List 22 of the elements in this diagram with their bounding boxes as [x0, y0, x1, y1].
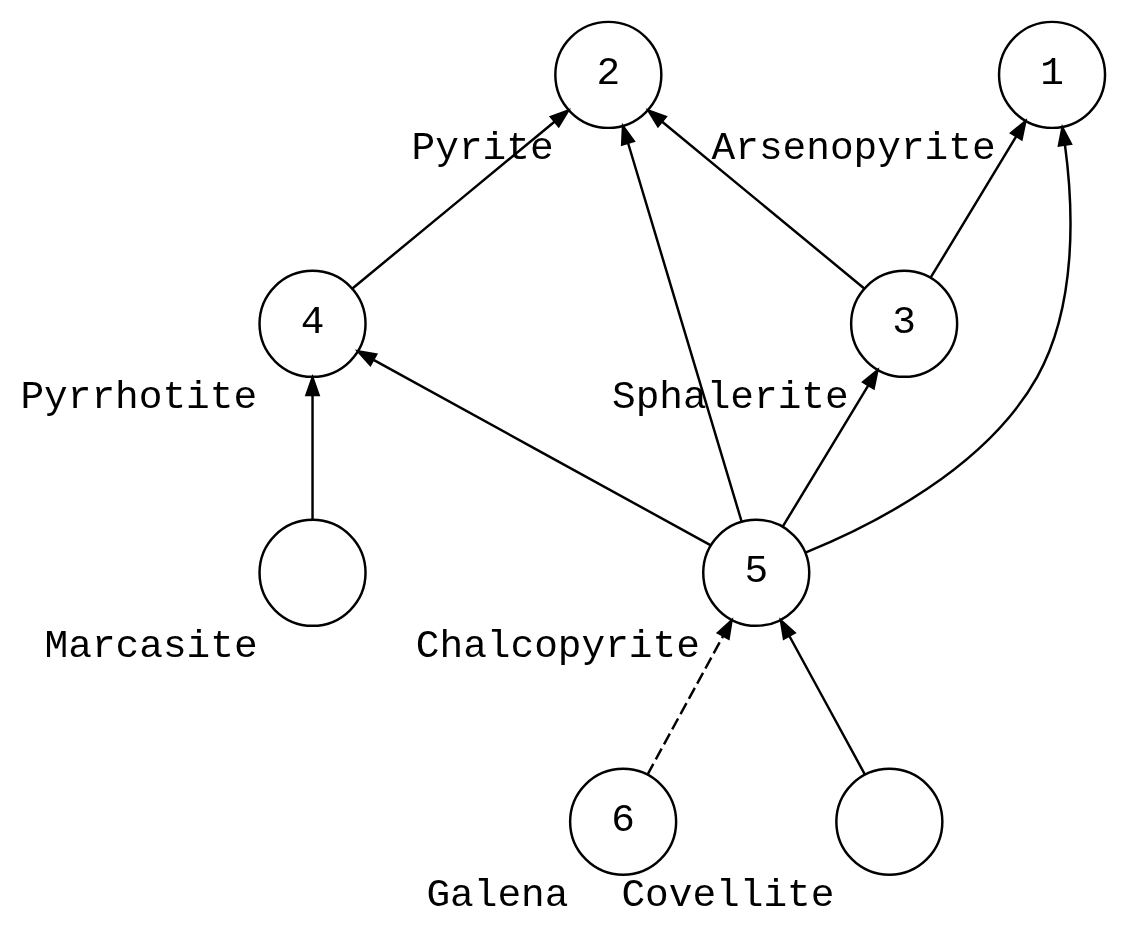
node-circle: 4 — [258, 269, 367, 378]
node-circle — [835, 767, 944, 876]
node-label: Galena — [426, 872, 569, 918]
arrow — [351, 107, 571, 289]
node-circle: 2 — [554, 20, 663, 129]
node-label: Arsenopyrite — [711, 125, 996, 171]
node-circle — [258, 518, 367, 627]
node-circle: 3 — [849, 269, 959, 378]
node-label: Marcasite — [44, 623, 258, 669]
arrow — [304, 373, 321, 520]
arrow — [779, 616, 867, 775]
node-label: Pyrrhotite — [20, 374, 258, 420]
node-circle: 5 — [702, 518, 811, 627]
arrow — [929, 117, 1028, 278]
arrow — [804, 123, 1073, 554]
arrow — [354, 349, 711, 546]
node-circle: 1 — [997, 20, 1107, 129]
arrow — [781, 366, 880, 527]
node-label: Chalcopyrite — [415, 623, 700, 669]
arrow — [645, 107, 866, 289]
node-circle: 6 — [568, 767, 678, 876]
arrow — [646, 616, 734, 775]
